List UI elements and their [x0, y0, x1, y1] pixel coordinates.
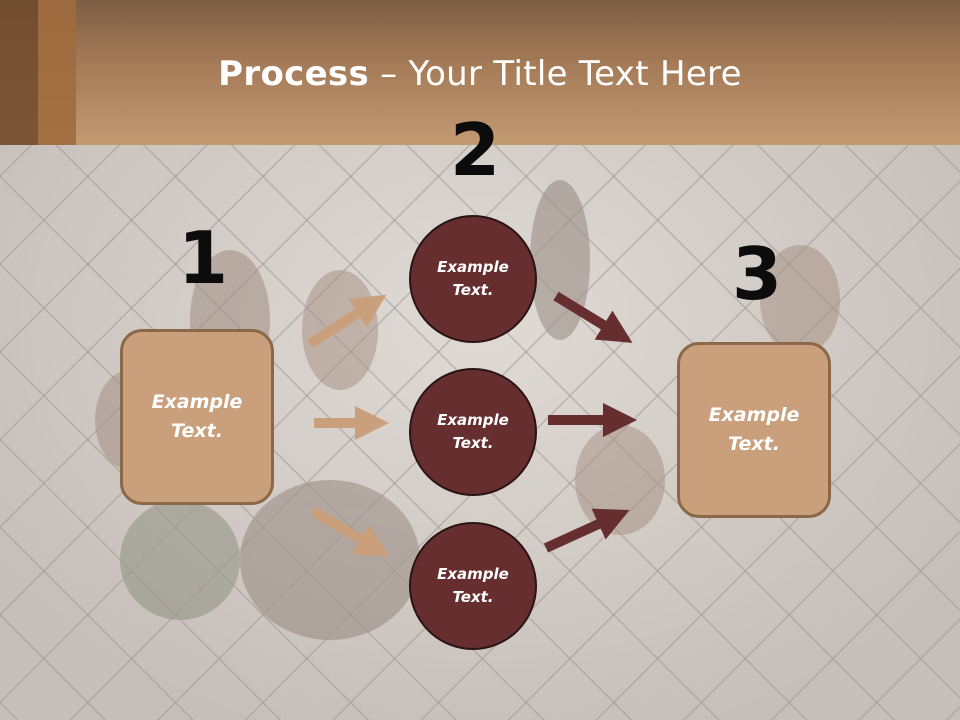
step-1-box: Example Text. [120, 329, 274, 505]
step-3-text: Example Text. [708, 404, 800, 455]
circle-middle-text: Example Text. [437, 411, 509, 452]
slide-title: Process – Your Title Text Here [0, 54, 960, 94]
arrow-bottom-to-right [543, 508, 630, 553]
step-2-circle-top: Example Text. [409, 215, 537, 343]
step-3-box: Example Text. [677, 342, 831, 518]
title-bar [0, 0, 960, 145]
title-rest: – Your Title Text Here [369, 54, 742, 94]
header-stripe [38, 0, 76, 145]
header-stripe [0, 0, 38, 145]
arrow-left-to-top [307, 294, 387, 349]
step-number-3: 3 [732, 232, 783, 316]
title-bold: Process [218, 54, 370, 94]
arrow-top-to-right [553, 291, 633, 343]
circle-bottom-text: Example Text. [437, 565, 509, 606]
step-2-circle-bottom: Example Text. [409, 522, 537, 650]
step-number-2: 2 [450, 108, 501, 192]
step-2-circle-middle: Example Text. [409, 368, 537, 496]
step-1-text: Example Text. [151, 391, 243, 442]
circle-top-text: Example Text. [437, 258, 509, 299]
step-number-1: 1 [178, 216, 229, 300]
arrow-left-to-bottom [310, 506, 390, 557]
